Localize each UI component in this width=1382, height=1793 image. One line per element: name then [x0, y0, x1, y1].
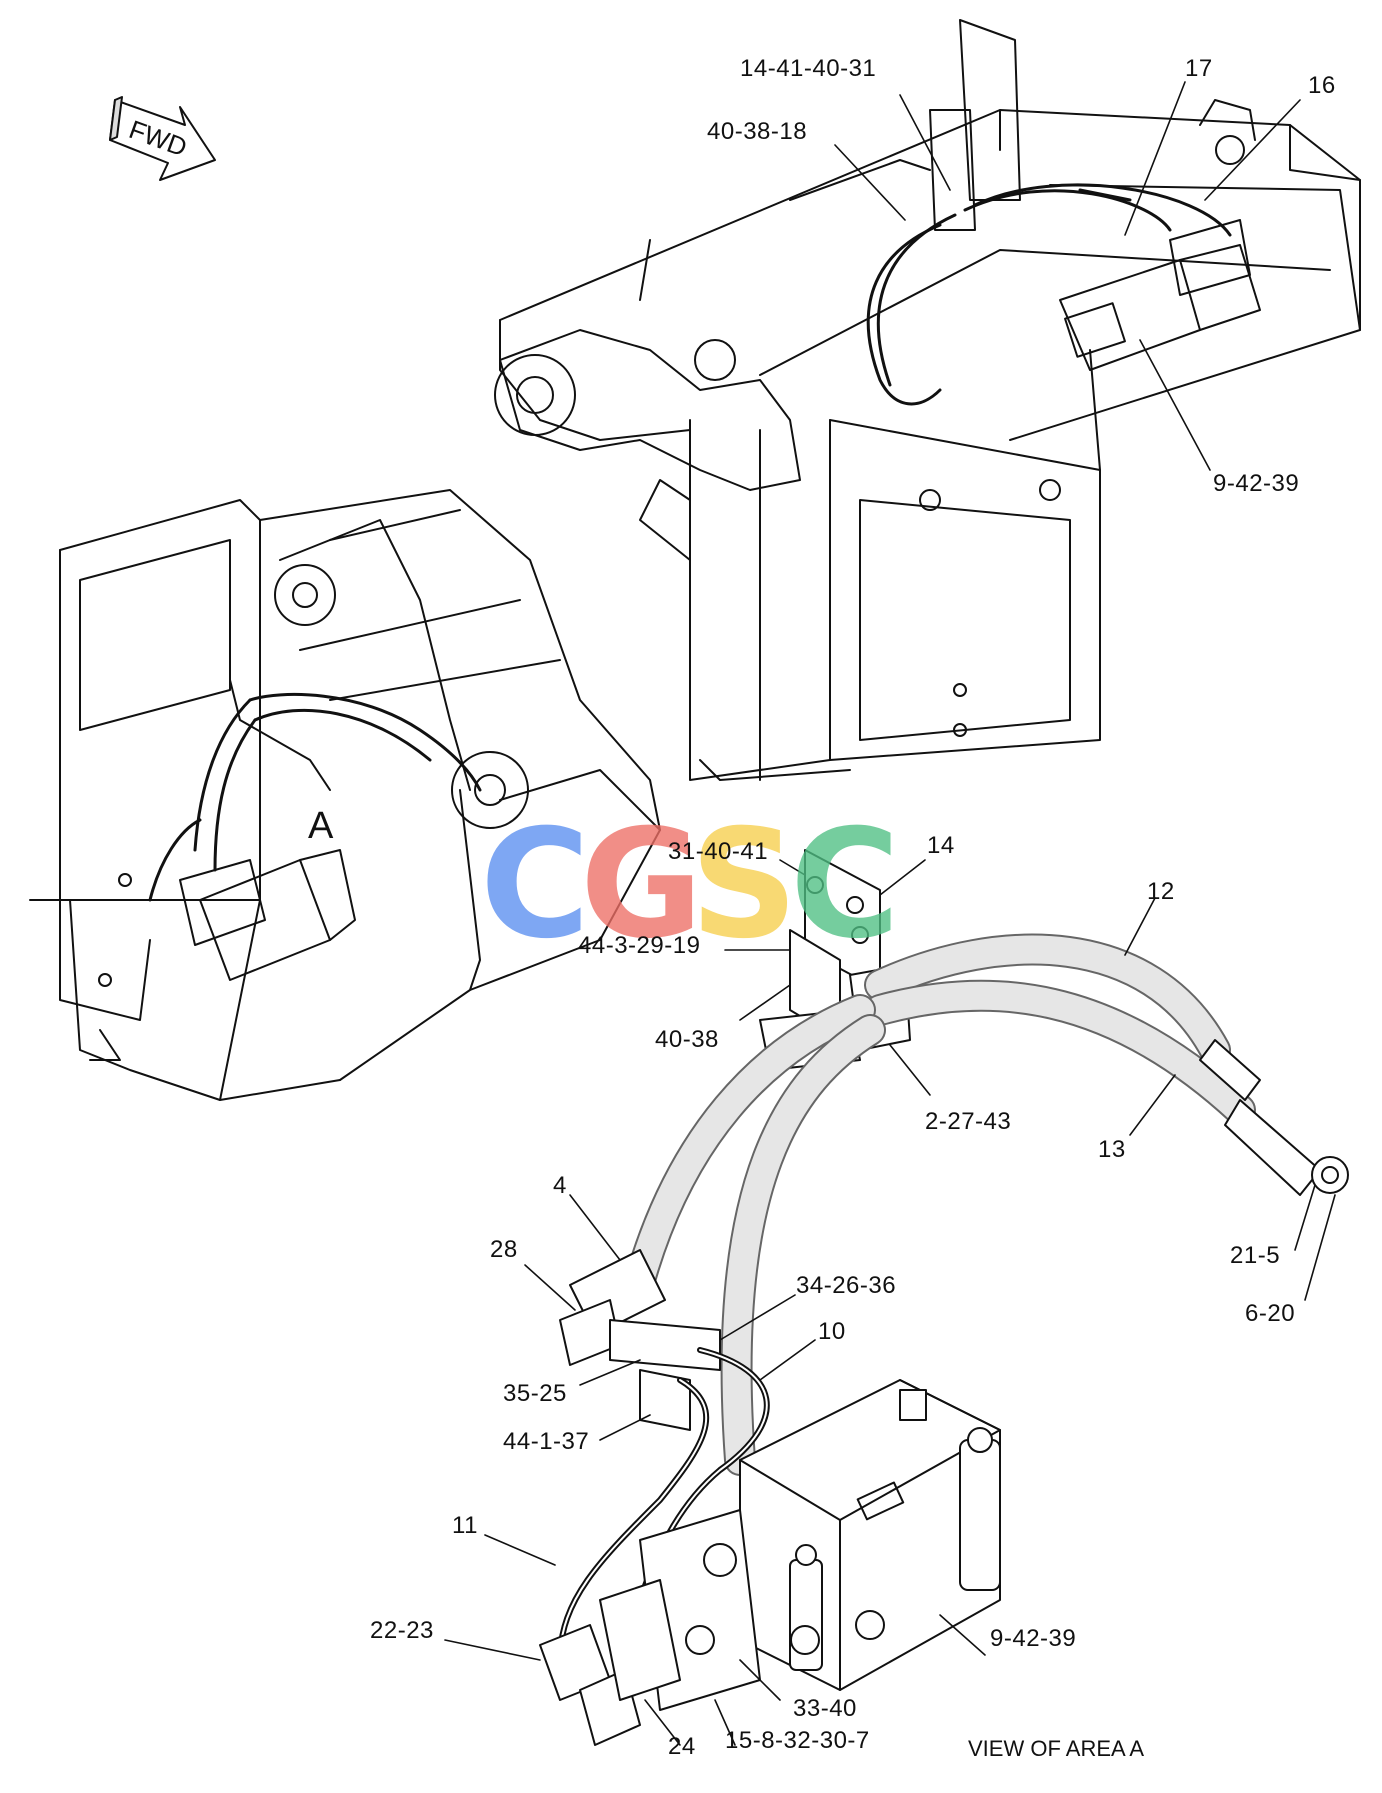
callout-2-27-43: 2-27-43: [925, 1108, 1012, 1135]
fwd-arrow-icon: [109, 96, 216, 181]
callout-22-23: 22-23: [370, 1617, 434, 1644]
callout-16: 16: [1308, 72, 1336, 99]
callout-12: 12: [1147, 878, 1175, 905]
callout-28: 28: [490, 1236, 518, 1263]
callout-35-25: 35-25: [503, 1380, 567, 1407]
watermark-letter-c2: C: [790, 798, 901, 972]
callout-6-20: 6-20: [1245, 1300, 1296, 1327]
callout-9-42-39-bottom: 9-42-39: [990, 1625, 1077, 1652]
watermark-letter-g: G: [580, 798, 704, 972]
left-machine-frame: [29, 489, 661, 1101]
area-marker-label: A: [308, 805, 334, 847]
callout-13: 13: [1098, 1136, 1126, 1163]
watermark-letter-c1: C: [480, 798, 591, 972]
callout-44-1-37: 44-1-37: [503, 1428, 590, 1455]
callout-31-40-41: 31-40-41: [668, 838, 769, 865]
callout-44-3-29-19: 44-3-29-19: [578, 932, 701, 959]
callout-14: 14: [927, 832, 955, 859]
callout-11: 11: [452, 1512, 478, 1539]
upper-machine-frame: [494, 19, 1361, 781]
callout-33-40: 33-40: [793, 1695, 857, 1722]
callout-24: 24: [668, 1733, 696, 1760]
callout-40-38: 40-38: [655, 1026, 719, 1053]
callout-10: 10: [818, 1318, 846, 1345]
leader-lines: [444, 81, 1336, 1746]
callout-14-41-40-31: 14-41-40-31: [740, 55, 877, 82]
callout-15-8-32-30-7: 15-8-32-30-7: [725, 1727, 870, 1754]
watermark-letter-s: S: [690, 798, 799, 972]
callout-9-42-39-top: 9-42-39: [1213, 470, 1300, 497]
callout-17: 17: [1185, 55, 1213, 82]
callout-21-5: 21-5: [1230, 1242, 1281, 1269]
view-caption: VIEW OF AREA A: [968, 1736, 1145, 1761]
detail-view-area-a: [539, 849, 1349, 1746]
callout-34-26-36: 34-26-36: [796, 1272, 897, 1299]
callout-4: 4: [553, 1172, 567, 1199]
callout-40-38-18: 40-38-18: [707, 118, 808, 145]
